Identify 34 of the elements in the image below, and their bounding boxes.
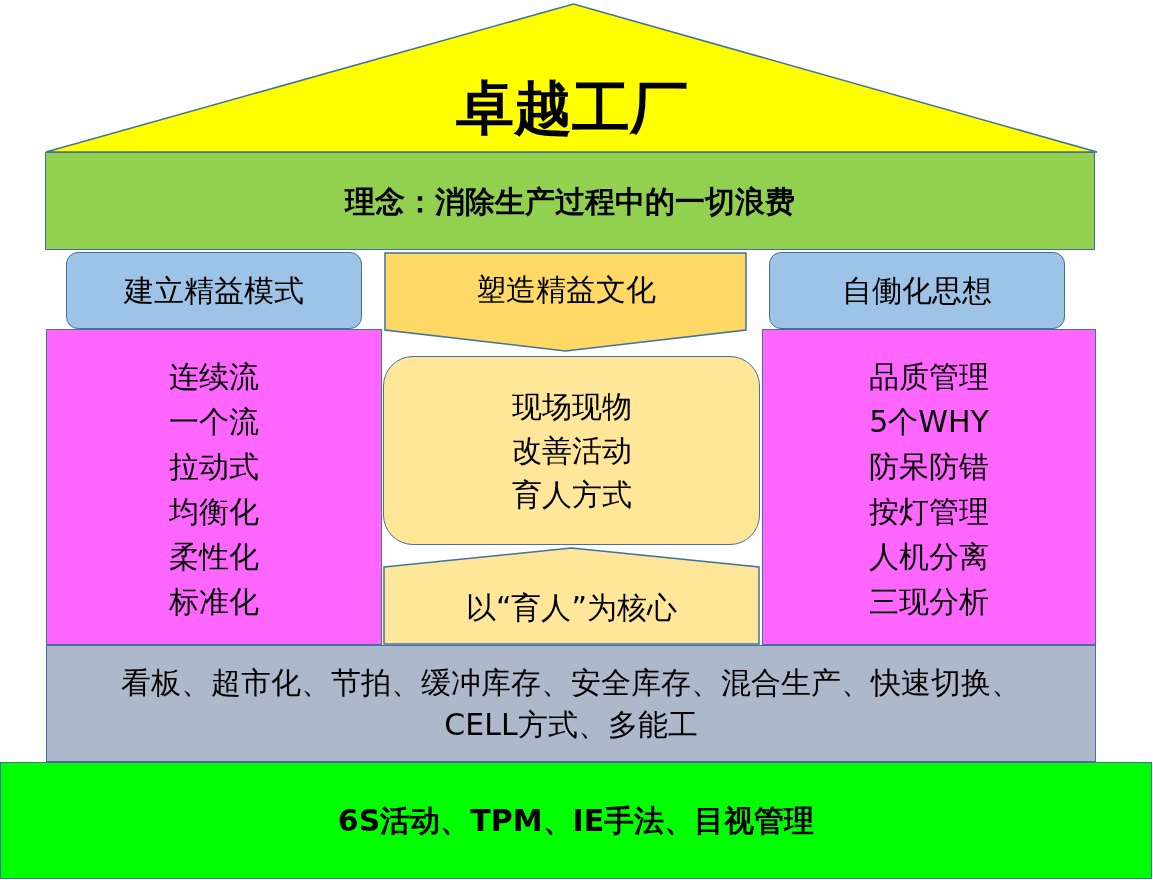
pillar-column bbox=[762, 329, 1096, 645]
node-text: 塑造精益文化 bbox=[475, 270, 656, 309]
node-text: 以“育人”为核心 bbox=[465, 588, 678, 627]
node-text: 自働化思想 bbox=[842, 272, 992, 310]
pillar-header bbox=[769, 252, 1065, 329]
node-text: 改善活动 bbox=[511, 431, 632, 470]
node-text: 5个WHY bbox=[869, 403, 989, 441]
node-text: 拉动式 bbox=[169, 448, 259, 486]
banner-bar bbox=[45, 152, 1095, 250]
center-panel bbox=[383, 356, 760, 545]
node-text: 标准化 bbox=[169, 583, 259, 621]
node-text: 防呆防错 bbox=[869, 448, 989, 486]
node-text: 看板、超市化、节拍、缓冲库存、安全库存、混合生产、快速切换、CELL方式、多能工 bbox=[120, 663, 1022, 744]
node-text: 建立精益模式 bbox=[124, 272, 304, 310]
node-text: 卓越工厂 bbox=[455, 72, 688, 144]
node-text: 均衡化 bbox=[169, 493, 259, 531]
pillar-header bbox=[66, 252, 362, 329]
roof-triangle bbox=[45, 3, 1098, 153]
node-text: 理念：消除生产过程中的一切浪费 bbox=[345, 182, 795, 221]
foundation-bar bbox=[0, 762, 1152, 879]
node-text: 三现分析 bbox=[869, 583, 989, 621]
node-text: 育人方式 bbox=[511, 475, 632, 514]
node-text: 一个流 bbox=[169, 403, 259, 441]
chevron-base bbox=[383, 547, 760, 645]
node-text: 现场现物 bbox=[511, 387, 632, 426]
node-text: 柔性化 bbox=[169, 538, 259, 576]
node-text: 连续流 bbox=[169, 358, 259, 396]
node-text: 品质管理 bbox=[869, 358, 989, 396]
chevron-header bbox=[384, 252, 747, 352]
pillar-column bbox=[46, 329, 382, 645]
node-text: 按灯管理 bbox=[869, 493, 989, 531]
node-text: 人机分离 bbox=[869, 538, 989, 576]
node-text: 6S活动、TPM、IE手法、目视管理 bbox=[337, 802, 815, 840]
tools-bar bbox=[46, 645, 1096, 762]
